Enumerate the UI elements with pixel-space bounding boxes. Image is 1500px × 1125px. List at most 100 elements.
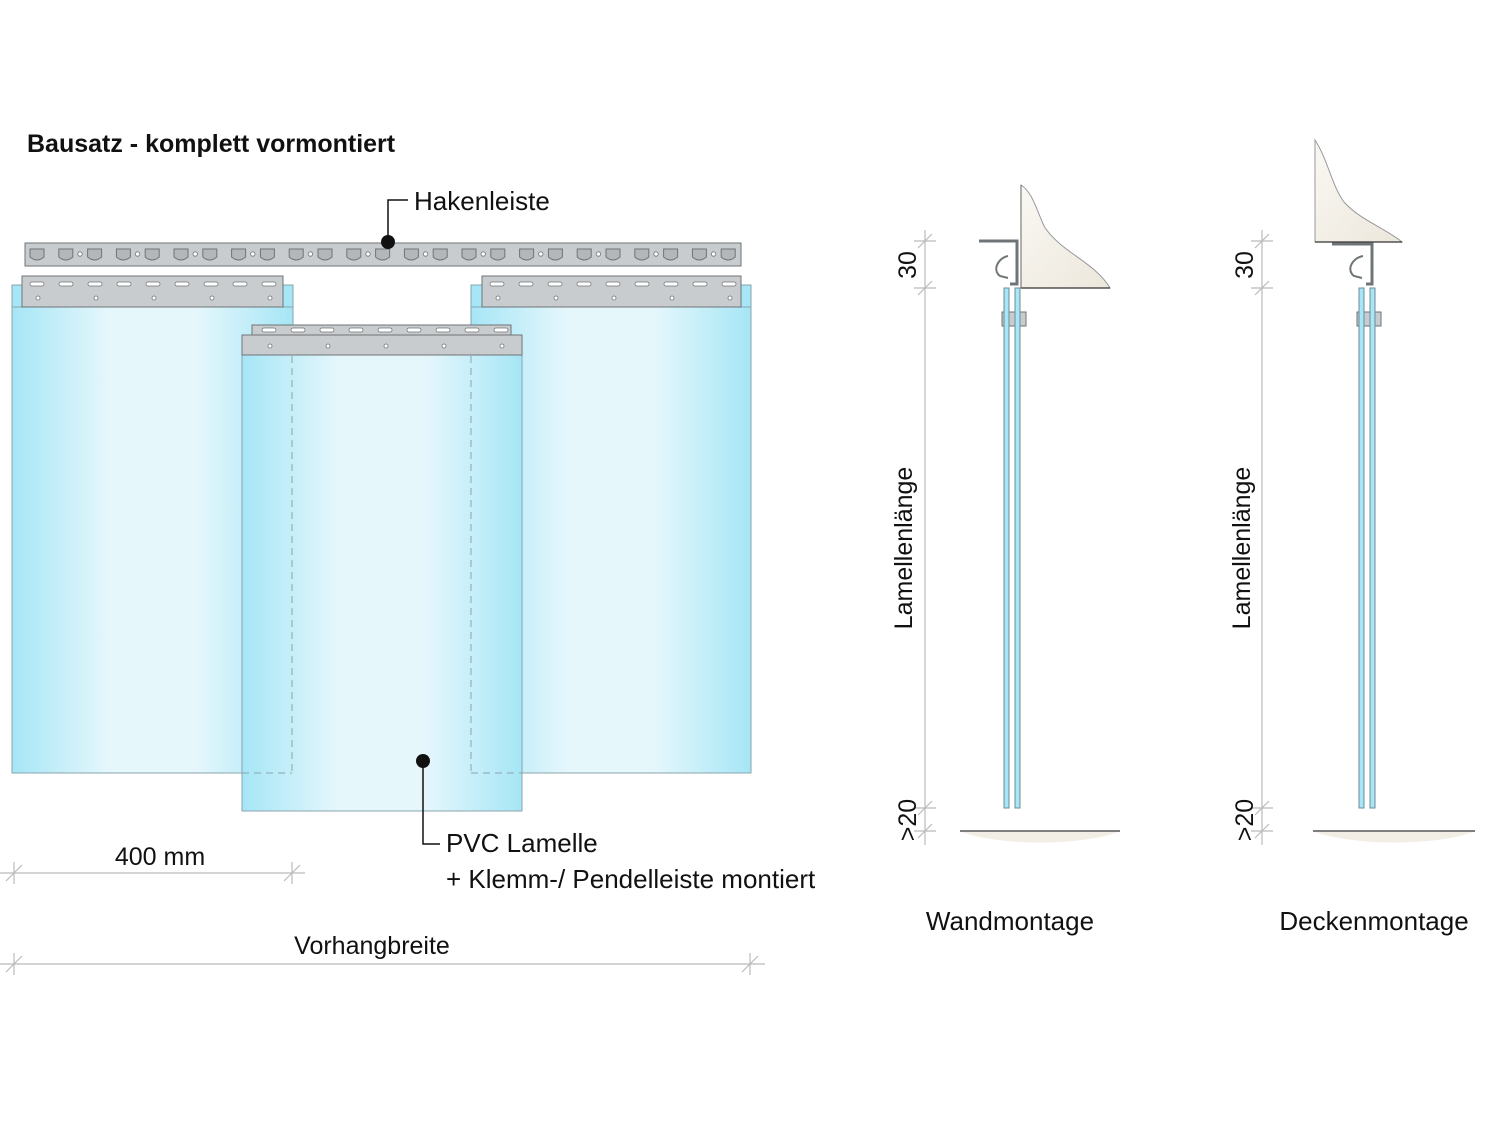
hook-tooth [288,248,304,261]
clamp-slot [518,281,534,287]
clamp-hole [441,343,447,349]
clamp-slot [634,281,650,287]
rail-hole [595,251,602,257]
clamp-slot [493,327,509,333]
strip-width-dimension [0,862,305,884]
wall-length-dim-label: Lamellenlänge [890,467,918,630]
clamp-slot [290,327,306,333]
rail-hole [422,251,429,257]
wall-top-dim-label: 30 [894,251,922,279]
hook-tooth [231,248,247,261]
hook-rail-callout [381,199,408,249]
rail-hole [307,251,313,257]
hook-tooth [634,248,650,261]
hook-tooth [519,248,535,261]
clamp-slot [87,281,103,287]
rail-hole [653,251,659,257]
rail-hole [365,251,371,257]
hook-tooth [461,248,477,261]
rail-hole [538,251,544,257]
hook-tooth [29,248,45,261]
rail-hole [710,251,717,257]
rail-hole [192,251,198,257]
clamp-slot [29,281,45,287]
hook-tooth [576,248,592,261]
hook-tooth [259,248,275,261]
ceiling-bottom-dim-label: >20 [1231,799,1259,841]
pvc-strip-label: PVC Lamelle [446,828,598,858]
clamp-hole [93,295,99,301]
hook-tooth [115,248,131,261]
hook-tooth [605,248,621,261]
strip-width-label: 400 mm [115,843,205,871]
hook-tooth [87,248,103,261]
clamp-slot [692,281,708,287]
hook-tooth [173,248,189,261]
clamp-slot [464,327,480,333]
clamp-slot [377,327,393,333]
wall-mount-section [960,184,1120,843]
clamp-hole [669,295,675,301]
clamp-slot [348,327,364,333]
clamp-hole [151,295,157,301]
clamp-slot [406,327,422,333]
rail-hole [77,251,83,257]
clamp-slot [145,281,161,287]
clamp-slot [663,281,679,287]
hook-tooth [375,248,391,261]
clamp-hole [35,295,41,301]
ceiling-mount-label: Deckenmontage [1279,906,1468,936]
clamp-slot [547,281,563,287]
clamp-hole [495,295,501,301]
curtain-width-dimension [0,953,765,975]
clamp-slot [174,281,190,287]
clamp-slot [58,281,74,287]
rail-hole [480,251,486,257]
wall-bottom-dim-label: >20 [894,799,922,841]
clamp-hole [267,295,273,301]
clamp-hole [209,295,215,301]
clamp-slot [203,281,219,287]
hook-tooth [432,248,448,261]
pvc-strip-note: + Klemm-/ Pendelleiste montiert [446,864,816,894]
hook-tooth [317,248,333,261]
pvc-strip-callout [416,754,440,845]
hook-tooth [346,248,362,261]
hook-rail-label: Hakenleiste [414,186,550,216]
hook-tooth [490,248,506,261]
clamp-hole [383,343,389,349]
page-title: Bausatz - komplett vormontiert [27,130,396,158]
hook-tooth [720,248,736,261]
ceiling-mount-dimension [1251,230,1273,845]
hook-tooth [547,248,563,261]
ceiling-top-dim-label: 30 [1231,251,1259,279]
hook-rail [24,242,742,267]
clamp-slot [319,327,335,333]
clamp-hole [267,343,273,349]
clamp-hole [325,343,331,349]
clamp-hole [611,295,617,301]
clamp-bar-right [481,275,742,308]
ceiling-length-dim-label: Lamellenlänge [1228,467,1256,630]
clamp-slot [435,327,451,333]
rail-hole [135,251,141,257]
pvc-strip-middle [241,324,523,812]
clamp-slot [605,281,621,287]
curtain-width-label: Vorhangbreite [294,932,450,960]
rail-hole [250,251,256,257]
hook-tooth [691,248,707,261]
clamp-slot [261,327,277,333]
clamp-bar-left [21,275,284,308]
clamp-slot [232,281,248,287]
hook-tooth [663,248,679,261]
clamp-slot [721,281,737,287]
hook-tooth [202,248,218,261]
clamp-slot [489,281,505,287]
ceiling-mount-section [1313,138,1475,843]
clamp-slot [116,281,132,287]
clamp-slot [576,281,592,287]
hook-tooth [58,248,74,261]
clamp-hole [553,295,559,301]
hook-tooth [144,248,160,261]
